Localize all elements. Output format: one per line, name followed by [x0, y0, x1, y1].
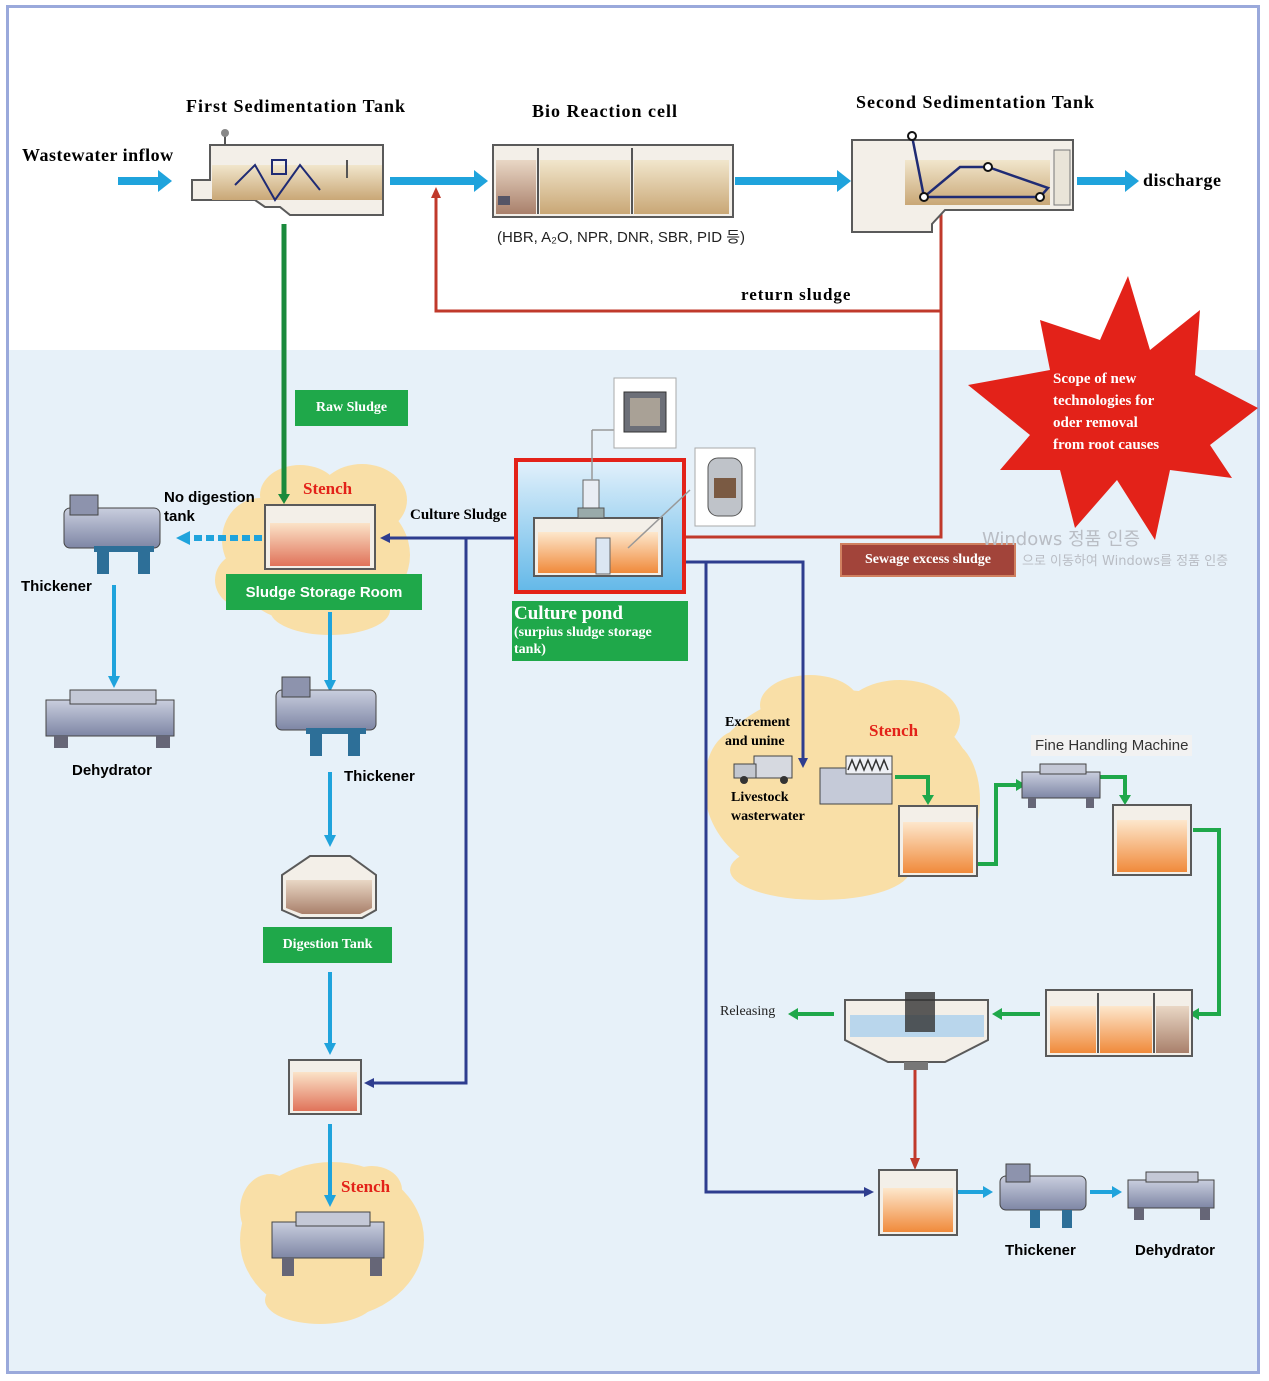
no-digestion-tank-label: No digestion tank [164, 489, 255, 525]
stench-label-2: Stench [869, 721, 919, 740]
thickener-2-machine [275, 676, 377, 756]
filter-tank-image [694, 447, 756, 527]
sludge-tank-small-shape [288, 1059, 362, 1115]
right-tank-1-shape [898, 805, 978, 877]
dehydrator-2-label: Dehydrator [1135, 1242, 1216, 1259]
scope-starburst [968, 276, 1258, 540]
second-sed-tank-shape [851, 131, 1074, 233]
bio-reaction-cell-shape [492, 144, 734, 218]
membrane-module-image [613, 377, 677, 449]
thickener-1-label: Thickener [21, 578, 92, 595]
releasing-label: Releasing [720, 1004, 776, 1019]
thickener-1-machine [63, 494, 161, 574]
digestion-tank-label: Digestion Tank [263, 927, 392, 963]
sludge-storage-tank-shape [264, 504, 376, 570]
first-sed-tank-shape [191, 129, 384, 216]
first-sed-tank-label: First Sedimentation Tank [186, 96, 407, 116]
livestock-wastewater-label: Livestock wasterwater [731, 790, 805, 824]
second-sed-tank-label: Second Sedimentation Tank [856, 92, 1096, 112]
culture-pond-sub: (surpius sludge storage tank) [514, 625, 652, 657]
digestion-tank-shape [281, 855, 377, 919]
return-sludge-label: return sludge [741, 285, 852, 304]
clarifier-shape [844, 992, 989, 1070]
culture-sludge-label: Culture Sludge [410, 507, 507, 523]
screen-machine-shape [819, 755, 893, 805]
fine-handling-machine-label: Fine Handling Machine [1031, 735, 1193, 756]
discharge-label: discharge [1143, 170, 1222, 190]
fine-handling-machine-shape [1021, 763, 1101, 808]
thickener-2-label: Thickener [344, 768, 415, 785]
culture-pond-shape [514, 429, 691, 594]
right-tank-3-shape [878, 1169, 958, 1236]
watermark-line1: Windows 정품 인증 [982, 529, 1141, 550]
thickener-3-label: Thickener [1005, 1242, 1076, 1259]
raw-sludge-label: Raw Sludge [295, 390, 408, 426]
return-sludge-line [680, 210, 943, 539]
watermark-line2: 으로 이동하여 Windows를 정품 인증 [1022, 554, 1229, 569]
bio-reaction-cell-label: Bio Reaction cell [532, 101, 678, 121]
truck-shape [733, 755, 793, 784]
dehydrator-1-machine [45, 689, 175, 748]
stench-label-3: Stench [341, 1177, 391, 1196]
sewage-excess-sludge-label: Sewage excess sludge [840, 543, 1016, 577]
dehydrator-2-machine [1127, 1171, 1215, 1220]
right-multi-tank-shape [1045, 989, 1193, 1057]
wastewater-inflow-label: Wastewater inflow [22, 145, 174, 165]
scope-text: Scope of new technologies for oder remov… [1053, 371, 1160, 453]
top-flow-arrows [118, 170, 1139, 192]
right-tank-2-shape [1112, 804, 1192, 876]
bio-processes-label: (HBR, A₂O, NPR, DNR, SBR, PID 등) [497, 229, 745, 246]
excrement-urine-label: Excrement and unine [725, 715, 791, 749]
return-sludge-branch [434, 196, 941, 313]
dehydrator-1-label: Dehydrator [72, 762, 153, 779]
thickener-3-machine [999, 1163, 1087, 1228]
outer-frame [6, 5, 1260, 1374]
culture-pond-label-box: Culture pond (surpius sludge storage tan… [512, 601, 688, 661]
culture-pond-title: Culture pond [514, 603, 623, 624]
stench-label-1: Stench [303, 479, 353, 498]
sludge-storage-room-label: Sludge Storage Room [226, 574, 422, 610]
dehydrator-3-machine [271, 1211, 385, 1276]
